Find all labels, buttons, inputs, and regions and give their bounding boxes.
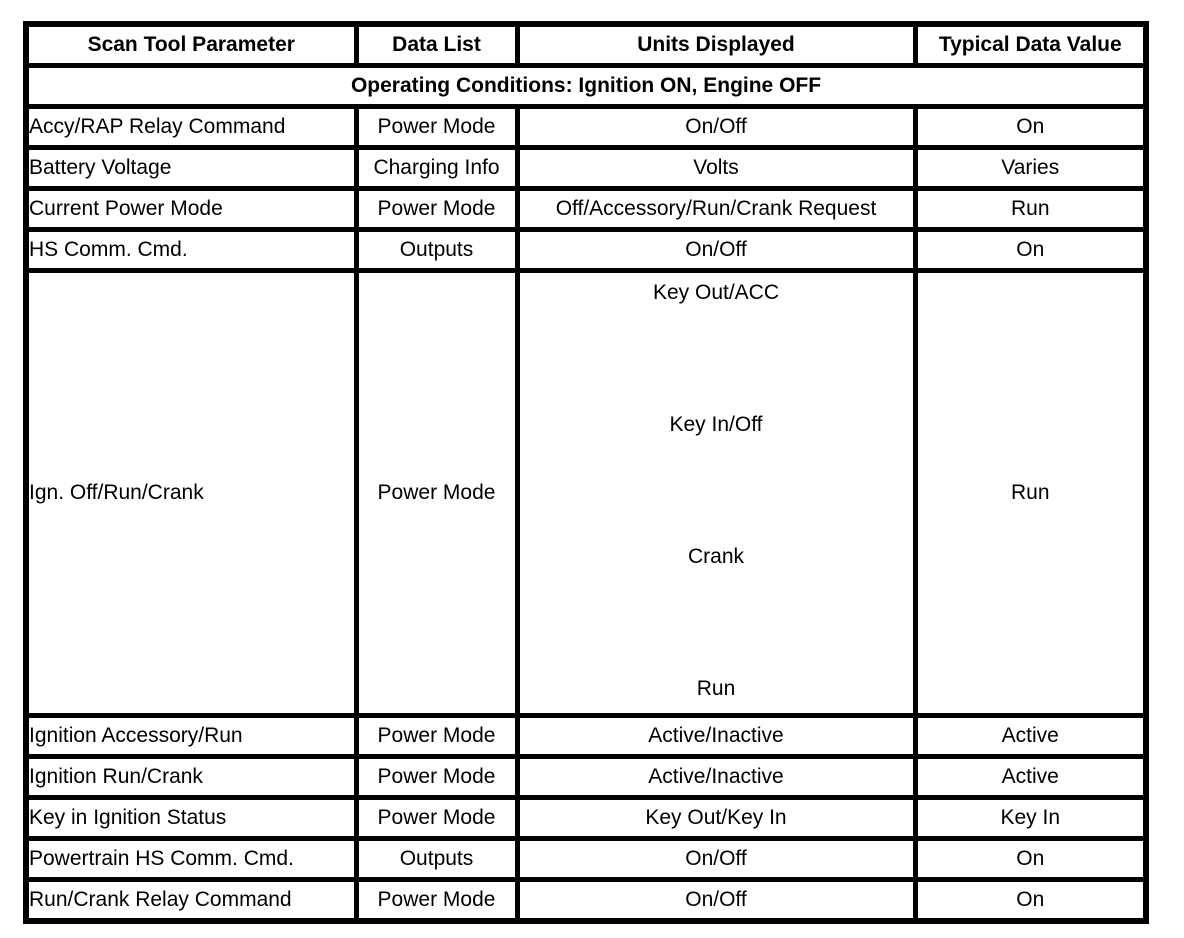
header-typical-data-value: Typical Data Value [912, 21, 1149, 68]
cell-parameter: Run/Crank Relay Command [23, 877, 359, 924]
cell-value: On [912, 877, 1149, 924]
cell-units: Off/Accessory/Run/Crank Request [514, 186, 918, 232]
header-scan-tool-parameter: Scan Tool Parameter [23, 21, 359, 68]
header-data-list: Data List [353, 21, 520, 68]
header-row: Scan Tool Parameter Data List Units Disp… [23, 21, 1149, 68]
cell-value: Key In [912, 795, 1149, 841]
cell-data-list: Power Mode [353, 104, 520, 150]
cell-units: Volts [514, 145, 918, 191]
units-line: Key In/Off [669, 413, 763, 436]
table-row: Run/Crank Relay Command Power Mode On/Of… [23, 877, 1149, 924]
cell-value: Run [912, 186, 1149, 232]
cell-parameter: Current Power Mode [23, 186, 359, 232]
cell-units: Active/Inactive [514, 754, 918, 800]
cell-data-list: Power Mode [353, 268, 520, 718]
table-row: Key in Ignition Status Power Mode Key Ou… [23, 795, 1149, 841]
cell-value: Run [912, 268, 1149, 718]
operating-conditions-text: Operating Conditions: Ignition ON, Engin… [23, 63, 1149, 109]
cell-data-list: Charging Info [353, 145, 520, 191]
scan-tool-data-table-container: Scan Tool Parameter Data List Units Disp… [23, 21, 1149, 924]
cell-parameter: Powertrain HS Comm. Cmd. [23, 836, 359, 882]
table-row: Accy/RAP Relay Command Power Mode On/Off… [23, 104, 1149, 150]
cell-data-list: Power Mode [353, 186, 520, 232]
cell-value: Active [912, 754, 1149, 800]
cell-units: Key Out/Key In [514, 795, 918, 841]
cell-units-multiline: Key Out/ACC Key In/Off Crank Run [514, 268, 918, 718]
table-row: Ignition Accessory/Run Power Mode Active… [23, 713, 1149, 759]
cell-data-list: Power Mode [353, 877, 520, 924]
cell-parameter: Key in Ignition Status [23, 795, 359, 841]
units-line: Crank [687, 545, 745, 568]
cell-units: On/Off [514, 877, 918, 924]
cell-value: On [912, 836, 1149, 882]
table-row: Current Power Mode Power Mode Off/Access… [23, 186, 1149, 232]
cell-parameter: Battery Voltage [23, 145, 359, 191]
operating-conditions-row: Operating Conditions: Ignition ON, Engin… [23, 63, 1149, 109]
cell-data-list: Outputs [353, 227, 520, 273]
cell-parameter: Ign. Off/Run/Crank [23, 268, 359, 718]
table-row: Ignition Run/Crank Power Mode Active/Ina… [23, 754, 1149, 800]
cell-data-list: Power Mode [353, 754, 520, 800]
cell-parameter: Ignition Accessory/Run [23, 713, 359, 759]
cell-data-list: Power Mode [353, 713, 520, 759]
table-row: HS Comm. Cmd. Outputs On/Off On [23, 227, 1149, 273]
units-stack: Key Out/ACC Key In/Off Crank Run [522, 276, 910, 711]
units-line: Key Out/ACC [652, 281, 780, 304]
cell-parameter: Ignition Run/Crank [23, 754, 359, 800]
cell-value: On [912, 104, 1149, 150]
cell-units: On/Off [514, 227, 918, 273]
cell-units: On/Off [514, 104, 918, 150]
table-row: Powertrain HS Comm. Cmd. Outputs On/Off … [23, 836, 1149, 882]
units-line: Run [696, 677, 736, 700]
cell-units: On/Off [514, 836, 918, 882]
cell-value: Active [912, 713, 1149, 759]
cell-units: Active/Inactive [514, 713, 918, 759]
header-units-displayed: Units Displayed [514, 21, 918, 68]
table-row: Battery Voltage Charging Info Volts Vari… [23, 145, 1149, 191]
cell-value: On [912, 227, 1149, 273]
scan-tool-data-table: Scan Tool Parameter Data List Units Disp… [23, 21, 1149, 924]
cell-parameter: HS Comm. Cmd. [23, 227, 359, 273]
cell-data-list: Outputs [353, 836, 520, 882]
cell-data-list: Power Mode [353, 795, 520, 841]
table-row-ign-off-run-crank: Ign. Off/Run/Crank Power Mode Key Out/AC… [23, 268, 1149, 718]
cell-parameter: Accy/RAP Relay Command [23, 104, 359, 150]
cell-value: Varies [912, 145, 1149, 191]
